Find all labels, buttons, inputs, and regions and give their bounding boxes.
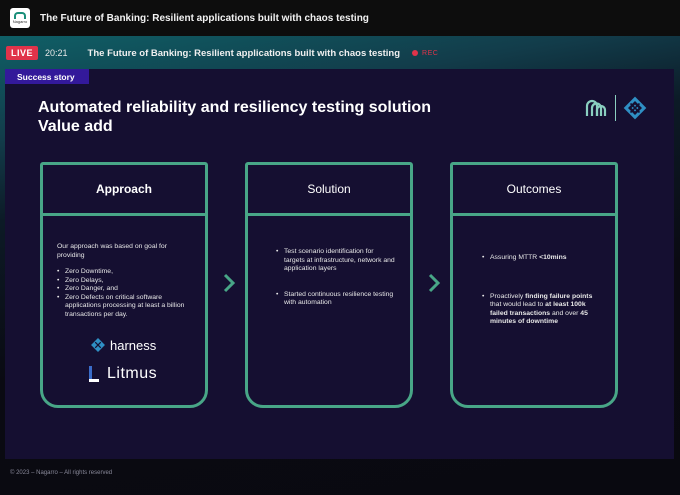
outcome-highlight: <10mins — [539, 254, 567, 261]
rec-indicator: REC — [422, 49, 439, 57]
approach-bullets: Zero Downtime, Zero Delays, Zero Danger,… — [57, 268, 195, 319]
rec-dot-icon — [412, 50, 419, 56]
approach-body: Our approach was based on goal for provi… — [57, 243, 195, 319]
slide-title-line2: Value add — [38, 118, 113, 135]
window-titlebar: Nagarro The Future of Banking: Resilient… — [0, 0, 680, 36]
litmus-wordmark: Litmus — [107, 365, 158, 382]
approach-bullet: Zero Delays, — [57, 277, 195, 286]
slide-footer: © 2023 – Nagarro – All rights reserved — [10, 470, 113, 476]
logo-mark-icon — [14, 12, 26, 19]
solution-body: Test scenario identification for targets… — [276, 248, 396, 308]
approach-card: Approach Our approach was based on goal … — [40, 162, 208, 408]
approach-bullet: Zero Downtime, — [57, 268, 195, 277]
litmus-logo: Litmus — [88, 365, 157, 383]
outcome-highlight: at least 100k failed transactions — [490, 301, 586, 317]
brand-logos — [583, 95, 648, 121]
live-badge: LIVE — [6, 46, 39, 60]
nagarro-app-logo: Nagarro — [10, 8, 30, 28]
approach-intro: Our approach was based on goal for provi… — [57, 243, 167, 259]
slide-title: Automated reliability and resiliency tes… — [38, 98, 518, 136]
harness-logo: harness — [90, 337, 156, 353]
outcome-text: that would lead to — [490, 301, 546, 308]
solution-card: Solution Test scenario identification fo… — [245, 162, 413, 408]
outcome-highlight: 45 minutes of downtime — [490, 309, 588, 326]
approach-heading: Approach — [43, 165, 205, 216]
presentation-slide: Success story Automated reliability and … — [5, 69, 674, 476]
solution-bullet: Test scenario identification for targets… — [276, 248, 396, 274]
litmus-mark-icon — [89, 366, 99, 382]
chevron-right-icon — [223, 273, 236, 293]
stream-title: The Future of Banking: Resilient applica… — [87, 47, 401, 59]
outcome-text: Assuring MTTR — [490, 254, 540, 261]
outcome-bullet-mttr: Assuring MTTR <10mins — [482, 254, 603, 263]
solution-bullet: Started continuous resilience testing wi… — [276, 291, 396, 308]
outcome-text: Proactively — [490, 292, 526, 300]
approach-bullet: Zero Defects on critical software applic… — [57, 294, 195, 320]
outcome-highlight: finding failure points — [525, 292, 593, 300]
outcomes-card: Outcomes Assuring MTTR <10mins Proactive… — [450, 162, 618, 408]
harness-logo-icon — [623, 96, 647, 120]
solution-bullets: Test scenario identification for targets… — [276, 248, 396, 308]
outcomes-body: Assuring MTTR <10mins Proactively findin… — [482, 254, 603, 327]
outcome-bullet-failures: Proactively finding failure points that … — [482, 292, 603, 327]
live-info-bar: LIVE 20:21 The Future of Banking: Resili… — [6, 46, 438, 60]
chevron-right-icon — [428, 273, 441, 293]
outcome-text: and over — [550, 309, 581, 317]
harness-wordmark: harness — [110, 337, 157, 353]
window-title: The Future of Banking: Resilient applica… — [40, 12, 369, 24]
slide-title-line1: Automated reliability and resiliency tes… — [38, 99, 431, 116]
approach-bullet: Zero Danger, and — [57, 285, 195, 294]
app-logo-text: Nagarro — [12, 19, 28, 24]
outcomes-bullets: Assuring MTTR <10mins Proactively findin… — [482, 254, 603, 327]
live-elapsed-time: 20:21 — [45, 48, 68, 58]
success-story-tag: Success story — [5, 69, 89, 84]
brand-separator — [615, 95, 616, 121]
nagarro-logo-icon — [585, 99, 607, 116]
harness-mark-icon — [91, 338, 105, 352]
solution-heading: Solution — [248, 165, 410, 216]
outcomes-heading: Outcomes — [453, 165, 615, 216]
